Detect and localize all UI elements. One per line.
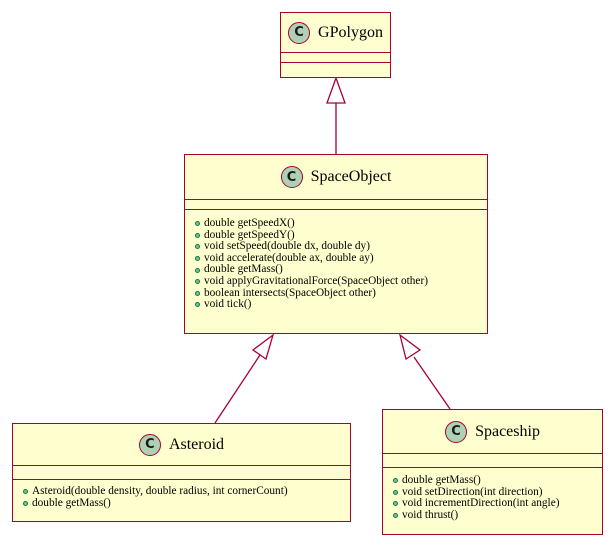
- methods-section: [281, 63, 390, 75]
- public-method-icon: [195, 279, 200, 285]
- method-signature: void accelerate(double ax, double ay): [204, 251, 374, 264]
- class-icon: C: [280, 166, 303, 188]
- method-item: void thrust(): [393, 508, 602, 522]
- inheritance-line-asteroid-spaceobject: [214, 354, 261, 424]
- method-item: double getSpeedY(): [195, 228, 487, 242]
- method-signature: void applyGravitationalForce(SpaceObject…: [204, 274, 428, 287]
- inheritance-line-spaceship-spaceobject: [413, 356, 451, 410]
- public-method-icon: [195, 221, 200, 227]
- class-name: Spaceship: [475, 422, 540, 440]
- inheritance-arrowhead-spaceobject-left: [251, 333, 275, 361]
- fields-section: [13, 466, 350, 480]
- public-method-icon: [23, 500, 28, 506]
- methods-section: double getMass() void setDirection(int d…: [383, 468, 602, 525]
- method-item: void incrementDirection(int angle): [393, 498, 602, 510]
- method-signature: double getMass(): [32, 496, 111, 509]
- method-item: double getMass(): [195, 264, 487, 276]
- public-method-icon: [195, 244, 200, 250]
- class-header: C GPolygon: [281, 13, 390, 53]
- method-signature: boolean intersects(SpaceObject other): [204, 286, 376, 299]
- public-method-icon: [195, 256, 200, 262]
- method-item: void applyGravitationalForce(SpaceObject…: [195, 274, 487, 288]
- class-header: C SpaceObject: [185, 155, 487, 200]
- public-method-icon: [195, 290, 200, 296]
- method-item: void tick(): [195, 299, 487, 311]
- method-item: void setDirection(int direction): [393, 485, 602, 499]
- method-signature: Asteroid(double density, double radius, …: [32, 485, 288, 497]
- method-signature: double getMass(): [204, 263, 283, 276]
- inheritance-arrowhead-gpolygon: [326, 76, 346, 104]
- method-item: void accelerate(double ax, double ay): [195, 251, 487, 265]
- method-signature: void incrementDirection(int angle): [402, 497, 560, 510]
- fields-section: [383, 454, 602, 468]
- method-item: double getMass(): [23, 496, 350, 510]
- method-signature: double getSpeedY(): [204, 228, 295, 241]
- method-item: double getSpeedX(): [195, 217, 487, 230]
- method-signature: double getMass(): [402, 474, 481, 486]
- method-signature: void thrust(): [402, 508, 459, 521]
- method-signature: double getSpeedX(): [204, 217, 295, 229]
- class-asteroid[interactable]: C Asteroid Asteroid(double density, doub…: [12, 423, 351, 522]
- inheritance-arrowhead-spaceobject-right: [398, 333, 422, 361]
- class-icon: C: [288, 21, 311, 44]
- class-header: C Spaceship: [383, 410, 602, 454]
- class-icon: C: [445, 420, 468, 443]
- class-gpolygon[interactable]: C GPolygon: [280, 12, 391, 78]
- class-icon: C: [138, 433, 161, 456]
- class-spaceobject[interactable]: C SpaceObject double getSpeedX() double …: [184, 154, 488, 334]
- public-method-icon: [23, 489, 28, 495]
- methods-section: double getSpeedX() double getSpeedY() vo…: [185, 210, 487, 315]
- public-method-icon: [195, 232, 200, 238]
- class-name: SpaceObject: [310, 168, 392, 185]
- class-header: C Asteroid: [13, 424, 350, 466]
- public-method-icon: [195, 302, 200, 308]
- methods-section: Asteroid(double density, double radius, …: [13, 480, 350, 513]
- method-item: double getMass(): [393, 474, 602, 487]
- method-signature: void setDirection(int direction): [402, 485, 543, 498]
- public-method-icon: [393, 501, 398, 507]
- class-name: Asteroid: [168, 435, 225, 453]
- public-method-icon: [393, 489, 398, 495]
- method-item: void setSpeed(double dx, double dy): [195, 241, 487, 253]
- method-item: Asteroid(double density, double radius, …: [23, 485, 350, 498]
- public-method-icon: [195, 267, 200, 273]
- method-signature: void tick(): [204, 298, 252, 311]
- class-name: GPolygon: [318, 23, 383, 41]
- method-item: boolean intersects(SpaceObject other): [195, 286, 487, 300]
- public-method-icon: [393, 513, 398, 519]
- method-signature: void setSpeed(double dx, double dy): [204, 240, 370, 253]
- public-method-icon: [393, 478, 398, 484]
- fields-section: [185, 200, 487, 210]
- fields-section: [281, 53, 390, 63]
- class-spaceship[interactable]: C Spaceship double getMass() void setDir…: [382, 409, 603, 535]
